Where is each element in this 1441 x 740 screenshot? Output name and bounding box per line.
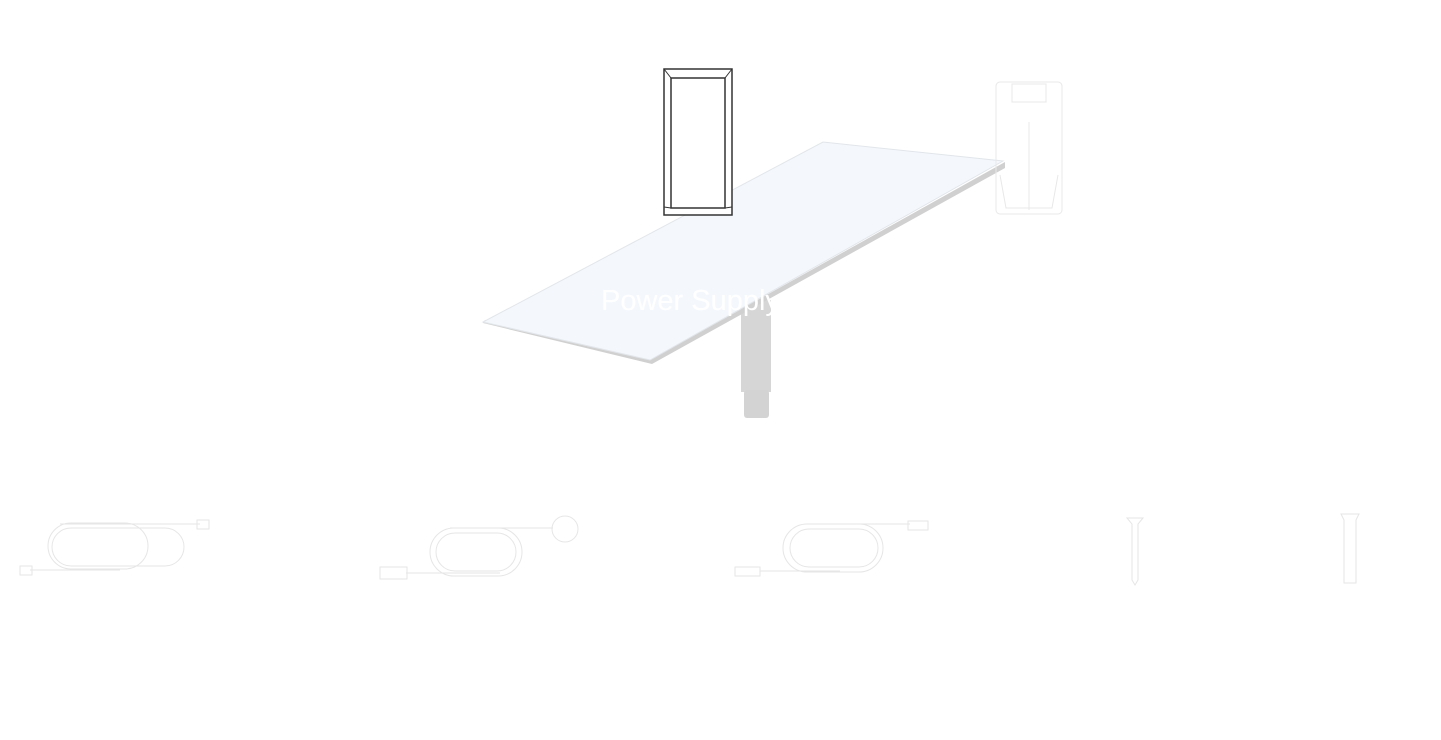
control-box [663, 68, 733, 216]
cable-3 [734, 520, 929, 577]
desk-leg [741, 300, 771, 418]
screw [1125, 517, 1145, 586]
cable-2 [379, 515, 579, 580]
cable-1 [19, 519, 210, 576]
power-supply-label: Power Supply [601, 285, 780, 317]
wall-anchor [1340, 513, 1360, 584]
mounting-bracket [995, 81, 1063, 215]
